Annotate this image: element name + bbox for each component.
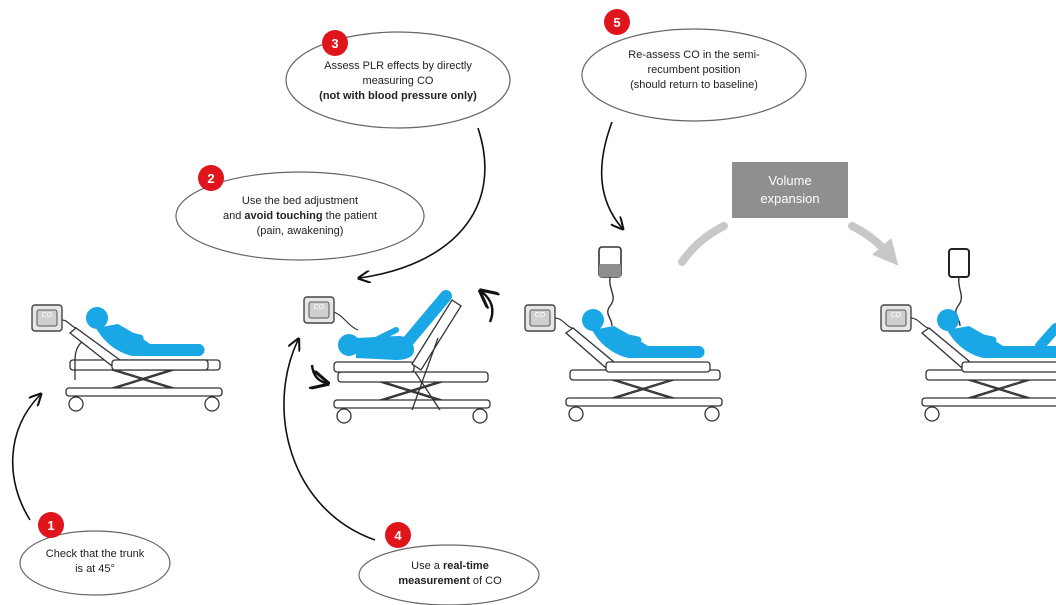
oval-step-4 <box>358 544 540 605</box>
step-2-line3: (pain, awakening) <box>256 224 344 237</box>
volume-expansion-line2: expansion <box>760 191 820 206</box>
step-5-text: Re-assess CO in the semi- recumbent posi… <box>592 40 796 100</box>
step-2-badge: 2 <box>198 165 224 191</box>
oval-step-3 <box>285 31 511 129</box>
step-4-text: Use a real-time measurement of CO <box>370 552 530 596</box>
step-3-line1: Assess PLR effects by directly <box>324 59 472 72</box>
bed-2-upper <box>303 290 462 411</box>
bed-4-upper <box>880 248 1056 373</box>
step-5-line2: recumbent position <box>647 63 741 76</box>
rotate-arrow-down <box>312 364 326 383</box>
volume-expansion-line1: Volume <box>768 173 812 188</box>
arrow-step4-to-bed <box>283 340 376 541</box>
bed-3-semi-recumbent <box>565 369 723 422</box>
step-1-badge: 1 <box>38 512 64 538</box>
oval-step-1 <box>19 530 171 596</box>
volume-expansion-box: Volume expansion <box>732 162 848 218</box>
step-3-line3: (not with blood pressure only) <box>319 89 477 102</box>
monitor-label-2: CO <box>313 304 325 311</box>
arrow-step5-to-bed <box>600 121 622 228</box>
step-1-line1: Check that the trunk <box>45 548 145 560</box>
bed-2-plr <box>333 371 491 424</box>
monitor-label-3: CO <box>534 312 546 319</box>
monitor-label-1: CO <box>41 312 53 319</box>
step-5-line3: (should return to baseline) <box>630 78 758 91</box>
arrow-step1-to-bed <box>11 395 40 521</box>
rotate-arrow-up <box>482 292 492 323</box>
step-4-line2: measurement of CO <box>398 575 502 587</box>
monitor-label-4: CO <box>890 312 902 319</box>
oval-step-5 <box>581 28 807 122</box>
step-3-badge: 3 <box>322 30 348 56</box>
volume-expansion-arrow-right <box>848 222 899 266</box>
step-1-line2: is at 45° <box>75 563 115 575</box>
bed-1-upper <box>31 304 209 380</box>
step-3-text: Assess PLR effects by directly measuring… <box>296 50 500 112</box>
step-2-text: Use the bed adjustment and avoid touchin… <box>190 186 410 246</box>
step-4-line1: Use a real-time <box>411 560 489 572</box>
step-2-line1: Use the bed adjustment <box>241 194 359 207</box>
bed-4-semi-recumbent <box>921 369 1056 422</box>
step-1-text: Check that the trunk is at 45° <box>28 542 162 582</box>
step-3-line2: measuring CO <box>362 74 434 87</box>
arrow-step3-to-bed <box>360 127 486 278</box>
oval-step-2 <box>175 171 425 261</box>
step-5-badge: 5 <box>604 9 630 35</box>
step-4-badge: 4 <box>385 522 411 548</box>
step-2-line2: and avoid touching the patient <box>222 209 378 222</box>
volume-expansion-arrow-left <box>678 222 728 266</box>
step-5-line1: Re-assess CO in the semi- <box>628 48 760 61</box>
bed-3-upper <box>524 246 711 373</box>
